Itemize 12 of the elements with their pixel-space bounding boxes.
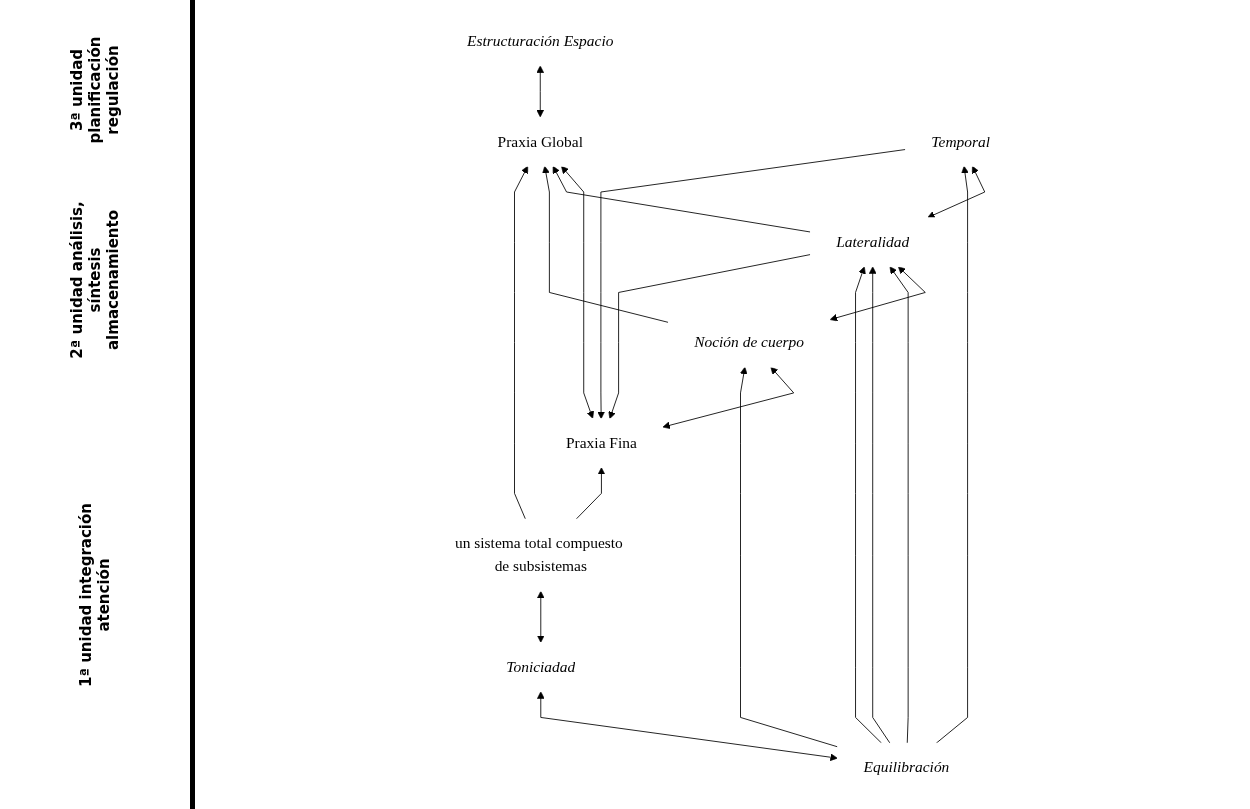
node-text: Praxia Global [497, 132, 583, 150]
node-text: un sistema total compuesto de subsistemas [454, 534, 623, 575]
node-text: Temporal [931, 132, 991, 150]
unit-label: 2ª unidad análisis, síntesis almacenamiento [68, 200, 122, 360]
node-text: Equilibración [863, 758, 950, 776]
node-text: Lateralidad [836, 233, 910, 251]
node-text: Estructuración Espacio [467, 32, 614, 50]
unit-label: 1ª unidad integración atención [77, 501, 113, 689]
node-text: Praxia Fina [566, 434, 637, 452]
unit-label: 3ª unidad planificación regulación [68, 35, 122, 146]
node-text: Toniciadad [506, 658, 576, 676]
node-text: Noción de cuerpo [694, 333, 805, 351]
